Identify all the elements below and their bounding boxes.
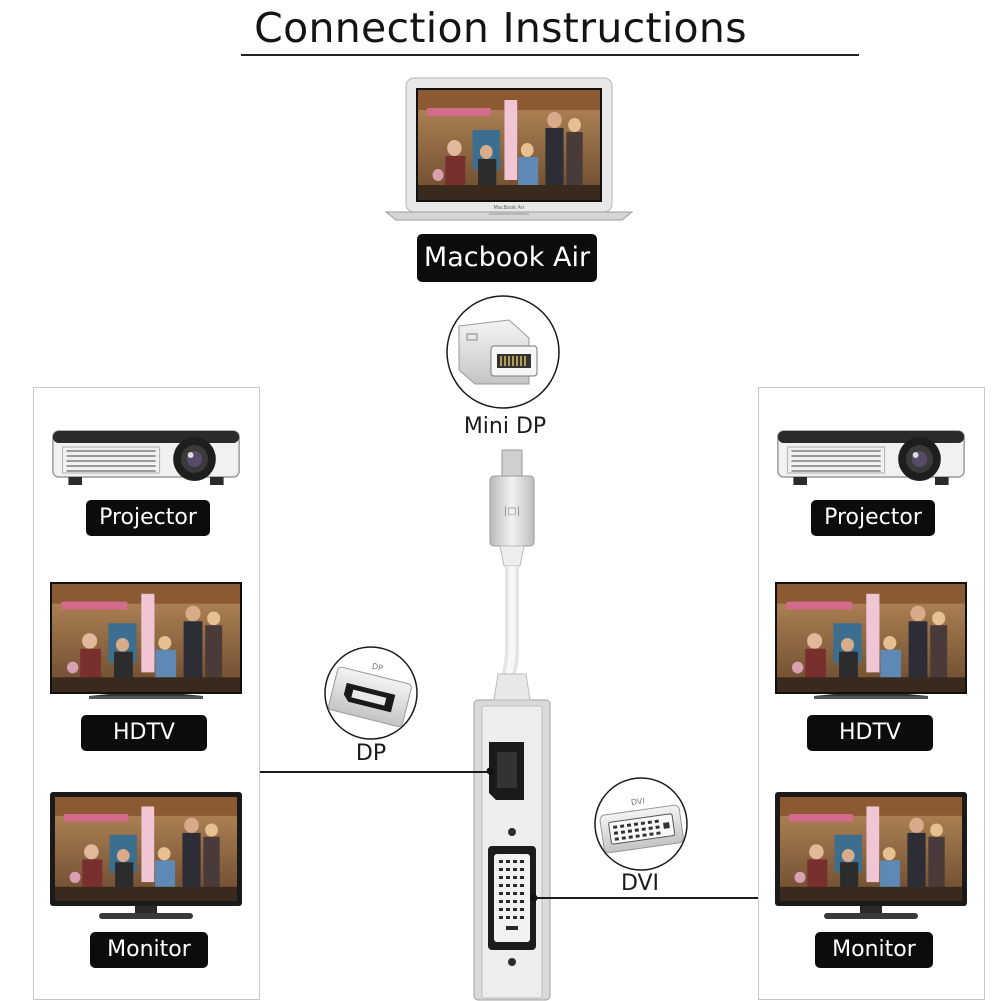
right-monitor-image xyxy=(774,790,968,922)
left-projector-label: Projector xyxy=(86,500,210,536)
macbook-illustration: MacBook Air xyxy=(384,74,634,224)
dp-connection-line xyxy=(259,771,491,773)
right-monitor-label: Monitor xyxy=(815,932,933,968)
left-projector-image xyxy=(49,425,243,495)
page-title: Connection Instructions xyxy=(254,4,747,52)
dvi-label: DVI xyxy=(620,871,660,896)
left-monitor-label: Monitor xyxy=(90,932,208,968)
dp-connector-callout: DP xyxy=(323,645,419,741)
right-projector-image xyxy=(774,425,968,495)
right-projector-label: Projector xyxy=(811,500,935,536)
right-hdtv-label: HDTV xyxy=(807,715,933,751)
dp-label: DP xyxy=(355,741,387,766)
svg-text:DVI: DVI xyxy=(630,796,645,807)
dvi-connector-callout: DVI xyxy=(593,776,689,872)
title-underline xyxy=(241,54,859,56)
mini-dp-callout xyxy=(445,294,561,410)
adapter-illustration: |▢| xyxy=(470,448,554,1001)
left-hdtv-image xyxy=(49,580,243,702)
mini-dp-label: Mini DP xyxy=(463,414,547,439)
left-hdtv-label: HDTV xyxy=(81,715,207,751)
macbook-air-label: Macbook Air xyxy=(417,234,597,282)
left-monitor-image xyxy=(49,790,243,922)
svg-text:|▢|: |▢| xyxy=(504,506,520,517)
right-hdtv-image xyxy=(774,580,968,702)
svg-text:DP: DP xyxy=(371,662,384,673)
dvi-connection-line xyxy=(534,897,758,899)
laptop-screen-text: MacBook Air xyxy=(493,205,525,211)
